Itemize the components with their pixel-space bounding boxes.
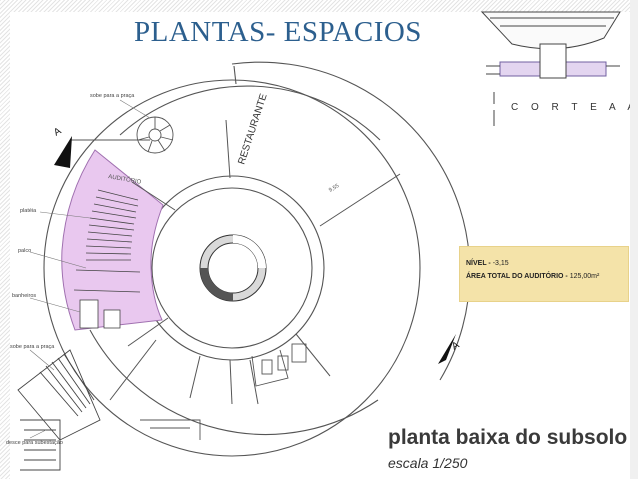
spiral-stair — [136, 116, 174, 154]
radial-walls — [109, 119, 401, 405]
plan-title: planta baixa do subsolo — [388, 426, 628, 449]
central-core — [199, 234, 267, 302]
info-level-row: NÍVEL - -3,15 — [466, 257, 628, 270]
info-area-row: ÁREA TOTAL DO AUDITÓRIO - 125,00m² — [466, 270, 628, 283]
label-palco: palco — [18, 248, 31, 254]
plan-scale: escala 1/250 — [388, 455, 468, 471]
hatched-left-border — [0, 0, 10, 479]
slide-title: PLANTAS- ESPACIOS — [134, 16, 422, 48]
section-drawing — [480, 11, 621, 126]
label-restaurante: RESTAURANTE — [236, 92, 269, 166]
info-box: NÍVEL - -3,15 ÁREA TOTAL DO AUDITÓRIO - … — [459, 246, 629, 302]
label-desce-subestacao: desce para subestação — [6, 440, 63, 446]
section-marker-left — [54, 136, 72, 168]
info-level-label: NÍVEL - — [466, 260, 491, 267]
label-banheiros: banheiros — [12, 293, 36, 299]
section-marker-left-letter: A — [52, 126, 64, 139]
section-label: C O R T E A A — [511, 102, 638, 113]
label-sobe-praca-top: sobe para a praça — [90, 93, 135, 99]
exit-stairs — [17, 349, 101, 471]
hatched-top-border — [0, 0, 638, 12]
info-area-label: ÁREA TOTAL DO AUDITÓRIO - — [466, 273, 568, 281]
building-outline — [43, 61, 471, 457]
service-rooms — [140, 343, 307, 440]
label-plateia: platéia — [20, 208, 37, 214]
label-dimension: 9,55 — [328, 183, 340, 194]
auditorium-area — [61, 149, 164, 331]
label-sobe-praca-bottom: sobe para a praça — [10, 344, 55, 350]
right-edge-strip — [630, 0, 638, 479]
info-level-value: -3,15 — [492, 260, 509, 267]
auditorium-seating — [73, 189, 141, 329]
section-marker-right-letter: A — [450, 340, 462, 353]
section-marker-right — [438, 334, 456, 364]
info-area-value: 125,00m² — [569, 273, 600, 281]
label-leaders — [29, 99, 151, 439]
